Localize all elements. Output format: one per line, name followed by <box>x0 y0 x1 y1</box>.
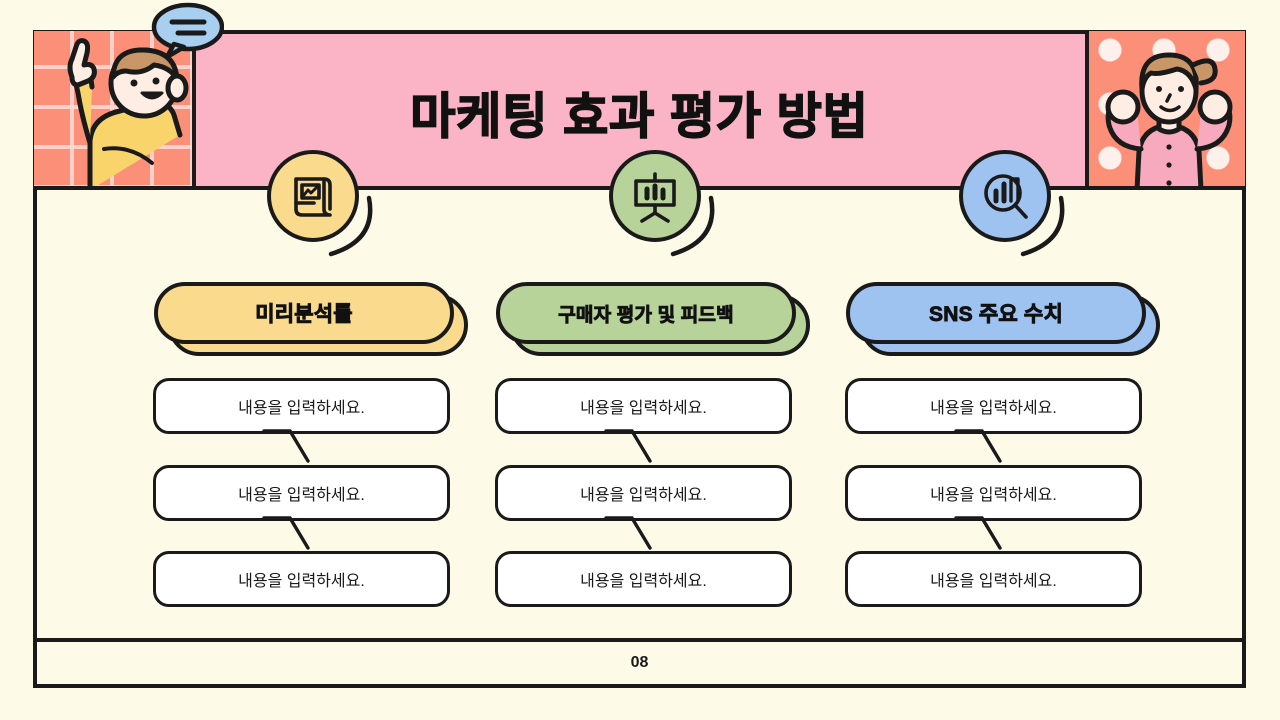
magnifier-bar-chart-glyph <box>984 174 1028 219</box>
icon-group <box>957 150 1067 258</box>
man-figure-art <box>67 38 189 186</box>
content-bubble[interactable]: 내용을 입력하세요. <box>845 551 1142 607</box>
category-label-analysis-tools[interactable]: 미리분석툴 <box>154 282 454 344</box>
content-bubble[interactable]: 내용을 입력하세요. <box>845 465 1142 521</box>
content-bubble[interactable]: 내용을 입력하세요. <box>153 465 450 521</box>
content-bubble[interactable]: 내용을 입력하세요. <box>845 378 1142 434</box>
chart-scroll-glyph <box>294 177 332 217</box>
woman-figure-art <box>1105 52 1233 186</box>
content-bubble[interactable]: 내용을 입력하세요. <box>495 551 792 607</box>
presentation-board-icon <box>609 150 701 242</box>
woman-flexing-arms-illustration <box>1085 31 1245 190</box>
bubble-tail-icon <box>604 429 652 463</box>
chart-scroll-icon <box>267 150 359 242</box>
category-pill-group: SNS 주요 수치 <box>842 282 1182 364</box>
page-title: 마케팅 효과 평가 방법 <box>409 89 869 145</box>
icon-group <box>607 150 717 258</box>
bubble-tail-icon <box>262 429 310 463</box>
bubble-tail-icon <box>262 516 310 550</box>
category-pill-group: 구매자 평가 및 피드백 <box>492 282 832 364</box>
magnifier-bar-chart-icon <box>959 150 1051 242</box>
bubble-tail-icon <box>954 516 1002 550</box>
content-bubble[interactable]: 내용을 입력하세요. <box>495 378 792 434</box>
bubble-tail-icon <box>604 516 652 550</box>
footer-divider <box>37 638 1242 642</box>
content-bubble[interactable]: 내용을 입력하세요. <box>153 378 450 434</box>
category-label-sns-metrics[interactable]: SNS 주요 수치 <box>846 282 1146 344</box>
category-label-buyer-feedback[interactable]: 구매자 평가 및 피드백 <box>496 282 796 344</box>
content-bubble[interactable]: 내용을 입력하세요. <box>495 465 792 521</box>
presentation-board-glyph <box>634 172 676 223</box>
content-bubble[interactable]: 내용을 입력하세요. <box>153 551 450 607</box>
bubble-tail-icon <box>954 429 1002 463</box>
icon-group <box>265 150 375 258</box>
content-columns: 미리분석툴 내용을 입력하세요. 내용을 입력하세요. 내용을 입력하세요. <box>37 150 1242 638</box>
page-number: 08 <box>630 654 649 671</box>
category-pill-group: 미리분석툴 <box>150 282 490 364</box>
speech-bubble-icon <box>151 2 224 58</box>
